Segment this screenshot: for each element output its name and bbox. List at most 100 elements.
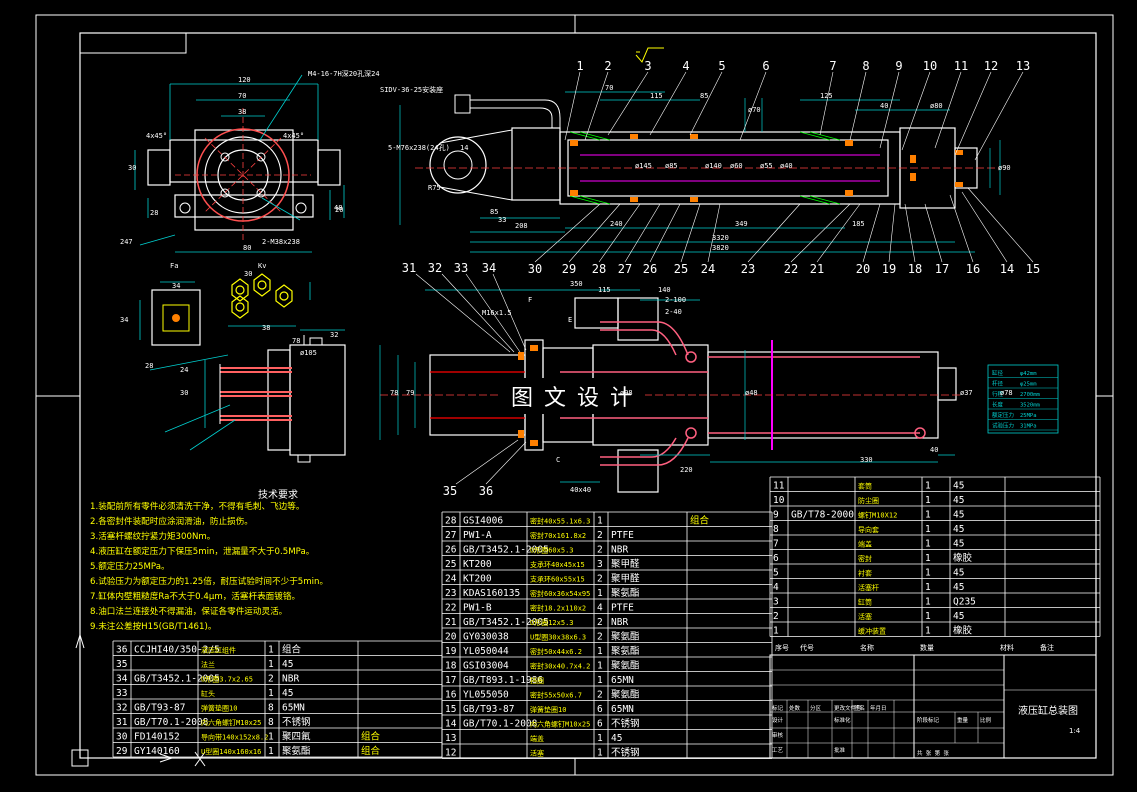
dimension-label: M16x1.5	[482, 309, 512, 317]
bom-mid-cell: O形圈60x5.3	[530, 547, 574, 555]
bom-right-cell: 螺钉M10X12	[858, 511, 897, 520]
title-block-label: 处数	[789, 704, 801, 712]
dimension-label: 28	[145, 362, 153, 370]
bom-header-cell: 材料	[1000, 643, 1014, 652]
bom-header-cell: 序号	[775, 643, 789, 652]
balloon-bottom: 26	[643, 262, 657, 276]
balloon-mid: 32	[428, 261, 442, 275]
dimension-label: 2-M38x238	[262, 238, 300, 246]
dimension-label: 115	[598, 286, 611, 294]
param-cell: 试验压力	[992, 422, 1014, 430]
bom-right-cell: 7	[773, 539, 779, 550]
main-side-view	[399, 47, 1034, 263]
dimension-label: SIDV-36-25安装座	[380, 85, 443, 94]
ucs-icon	[71, 633, 206, 767]
bom-right-cell: 导向套	[858, 525, 879, 534]
dimension-label: 78	[292, 337, 300, 345]
dimension-label: 349	[735, 220, 748, 228]
bom-right-cell: 1	[925, 539, 931, 550]
bom-left-cell: 1	[268, 659, 274, 670]
dimension-label: 30	[180, 389, 188, 397]
title-block-label: 审核	[772, 731, 784, 739]
dimension-label: 4x45°	[283, 132, 304, 140]
bom-header-cell: 数量	[920, 643, 934, 652]
dimension-label: ø48	[745, 389, 758, 397]
title-block-label: 标记	[772, 704, 784, 712]
balloon-top: 13	[1016, 59, 1030, 73]
dimension-label: 208	[515, 222, 528, 230]
bom-left-cell: 1	[268, 688, 274, 699]
dimension-label: ø90	[998, 164, 1011, 172]
bom-right-cell: 3	[773, 597, 779, 608]
drawing-scale: 1:4	[1069, 727, 1081, 735]
title-block: 标记处数分区更改文件号签名年月日设计标准化审核工艺批准阶段标记重量比例共 张 第…	[769, 654, 1097, 759]
bom-mid-cell: 22	[445, 603, 456, 614]
param-cell: φ25mm	[1020, 382, 1037, 388]
balloon-bottom: 19	[882, 262, 896, 276]
dimension-label: 34	[172, 282, 180, 290]
balloon-top: 12	[984, 59, 998, 73]
title-block-label: 比例	[980, 716, 992, 724]
param-cell: φ42mm	[1020, 371, 1037, 377]
section-view	[379, 273, 1059, 493]
bom-left-cell: 34	[116, 674, 128, 685]
bom-right-cell: 45	[953, 611, 964, 622]
bom-header-cell: 代号	[800, 643, 814, 652]
balloon-bottom: 30	[528, 262, 542, 276]
tech-requirement-item: 8.油口法兰连接处不得漏油，保证各零件运动灵活。	[90, 607, 288, 617]
dimension-label: 70	[605, 84, 613, 92]
dimension-label: ø140	[705, 162, 722, 170]
bom-right-cell: 套筒	[858, 482, 872, 491]
dimension-label: ø145	[635, 162, 652, 170]
bom-mid-cell: KT200	[463, 574, 492, 585]
tech-requirement-item: 4.液压缸在额定压力下保压5min，泄漏量不大于0.5MPa。	[90, 547, 315, 557]
bom-left-cell: NBR	[282, 674, 299, 685]
title-block-label: 分区	[810, 704, 822, 712]
bom-left-cell: 液压缸组件	[201, 646, 236, 655]
dimension-label: 30	[128, 164, 136, 172]
title-block-label: 标准化	[834, 716, 851, 724]
bom-right-cell: 1	[925, 510, 931, 521]
tech-requirements: 1.装配前所有零件必须清洗干净，不得有毛刺、飞边等。2.各密封件装配时应涂润滑油…	[90, 500, 435, 635]
bom-right-cell: 5	[773, 568, 779, 579]
bom-right-cell: 4	[773, 582, 779, 593]
dimension-label: ø80	[930, 102, 943, 110]
bom-mid-cell: O形圈12x5.3	[530, 619, 574, 627]
bom-mid-cell: PW1-B	[463, 603, 492, 614]
dimension-label: E	[568, 316, 572, 324]
dimension-label: 80	[243, 244, 251, 252]
dimension-label: ø40	[780, 162, 793, 170]
param-cell: 31MPa	[1020, 424, 1037, 430]
bom-left-cell: 45	[282, 659, 293, 670]
dimension-label: 48	[334, 204, 342, 212]
dimension-label: 2-100	[665, 296, 686, 304]
balloon-bottom: 16	[966, 262, 980, 276]
bom-right-cell: 45	[953, 510, 964, 521]
bom-mid-cell: 2	[597, 545, 603, 556]
balloon-top: 3	[644, 59, 651, 73]
bom-mid-cell: KT200	[463, 559, 492, 570]
bom-right-cell: 45	[953, 495, 964, 506]
bom-mid-cell: 内六角螺钉M10x25	[530, 720, 590, 729]
bom-right-cell: 9	[773, 510, 779, 521]
balloon-top: 7	[829, 59, 836, 73]
dimension-label: ø37	[960, 389, 973, 397]
balloon-bottom: 24	[701, 262, 715, 276]
bom-mid-cell: PW1-A	[463, 530, 492, 541]
bom-left-cell: 1	[268, 645, 274, 656]
bom-right-cell: 1	[925, 481, 931, 492]
dimension-label: Fa	[170, 262, 178, 270]
dimension-label: ø55	[760, 162, 773, 170]
bom-mid-cell: 18	[445, 661, 457, 672]
bom-mid-cell: 聚氨酯	[611, 645, 640, 657]
bom-mid-cell: 14	[445, 719, 457, 730]
corner-box	[79, 32, 187, 54]
drawing-name: 液压缸总装图	[1018, 706, 1078, 717]
balloon-bottom: 28	[592, 262, 606, 276]
title-block-label: 共 张 第 张	[917, 749, 949, 757]
balloon-top: 11	[954, 59, 968, 73]
bom-left-cell: 1	[268, 746, 274, 757]
bom-mid-cell: 密封30x40.7x4.2	[530, 662, 590, 671]
dimension-label: 38	[262, 324, 270, 332]
balloon-bottom: 22	[784, 262, 798, 276]
